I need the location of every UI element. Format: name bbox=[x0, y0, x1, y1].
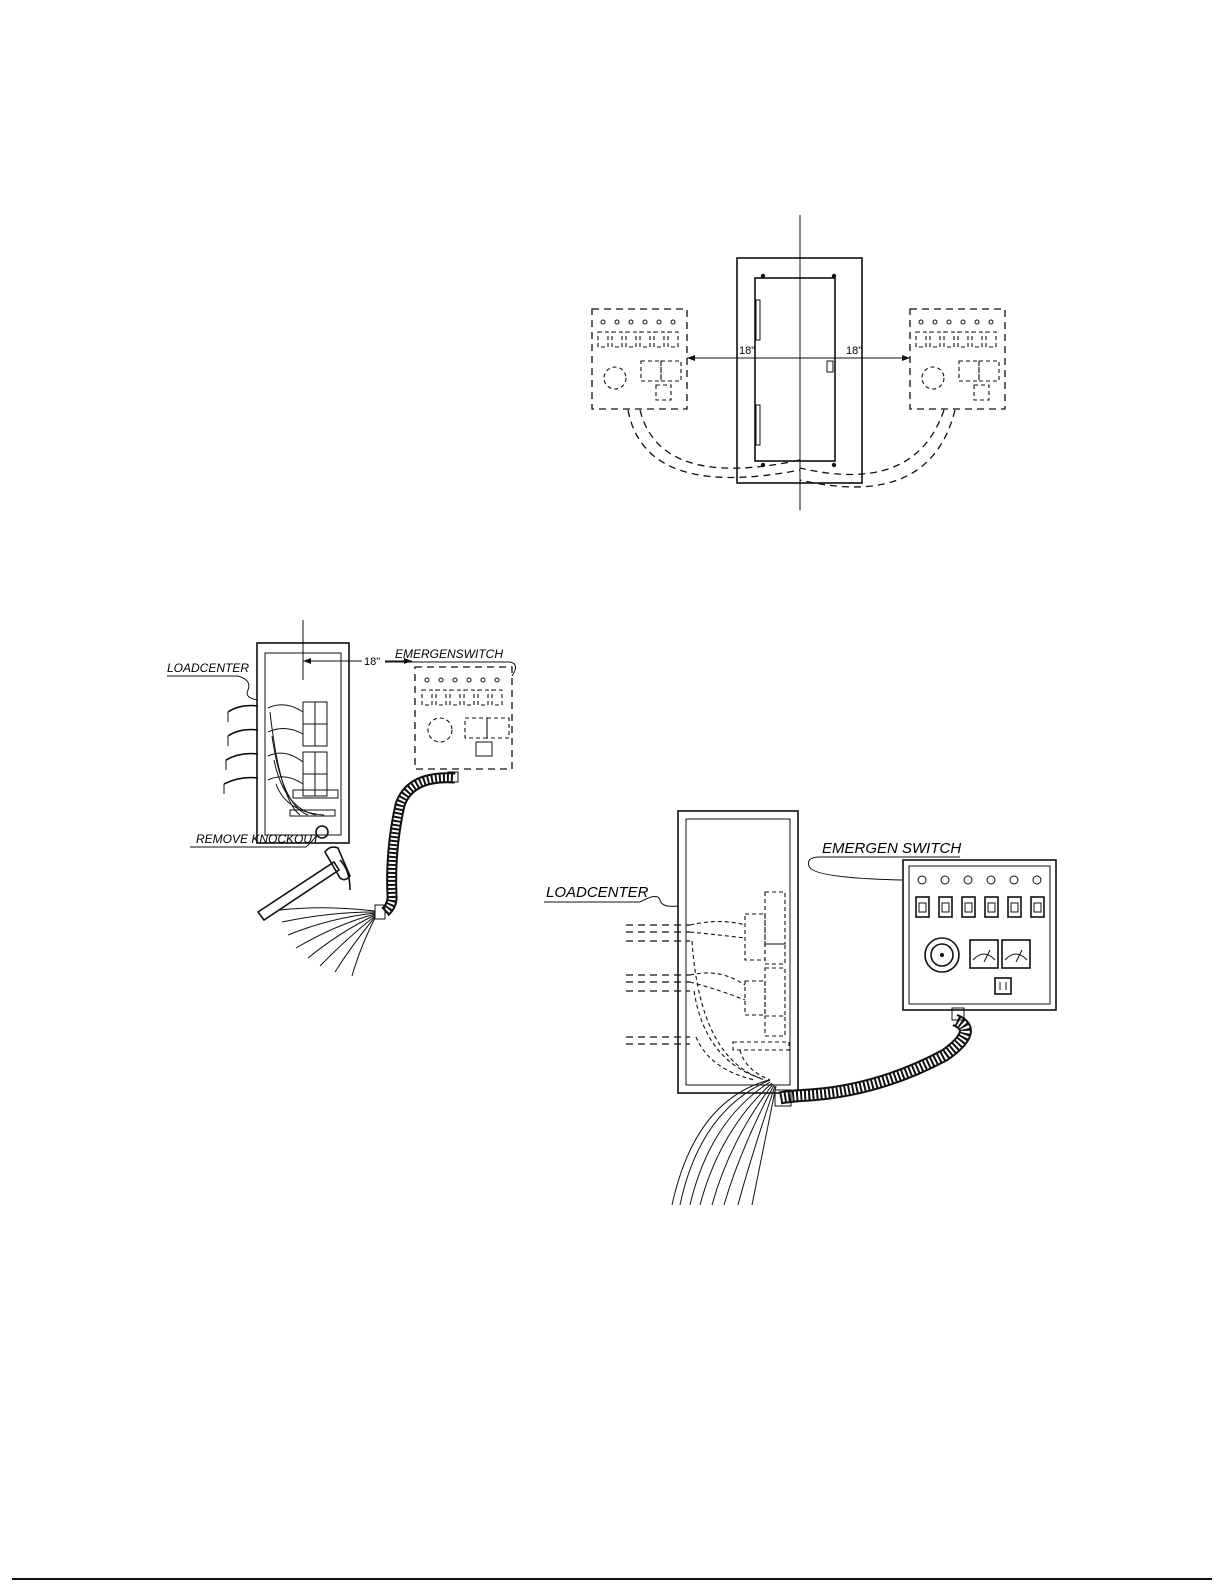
top-left-switch-panel bbox=[592, 309, 800, 478]
outlet-icon bbox=[995, 978, 1011, 994]
large-loadcenter-box bbox=[678, 811, 798, 1093]
small-emergenswitch-label: EMERGENSWITCH bbox=[395, 647, 503, 661]
top-layout-diagram: 18" 18" bbox=[592, 215, 1005, 510]
top-right-dimension-label: 18" bbox=[846, 345, 862, 357]
top-loadcenter-door bbox=[755, 278, 835, 461]
large-emergen-switch-panel bbox=[903, 860, 1056, 1010]
large-loadcenter-label: LOADCENTER bbox=[546, 884, 649, 901]
bottom-rule bbox=[12, 1578, 1212, 1580]
small-installation-diagram: 18" LOADCENTER EMERGENSWITCH REMOVE KNOC… bbox=[167, 620, 516, 976]
top-left-dimension-label: 18" bbox=[739, 345, 755, 357]
small-dimension-label: 18" bbox=[364, 656, 380, 668]
large-emergen-switch-label: EMERGEN SWITCH bbox=[822, 840, 961, 857]
hammer-icon bbox=[258, 847, 350, 920]
small-loadcenter-label: LOADCENTER bbox=[167, 661, 249, 675]
remove-knockout-label: REMOVE KNOCKOUT bbox=[196, 832, 321, 846]
large-installation-diagram: LOADCENTER EMERGEN SWITCH bbox=[544, 811, 1056, 1205]
